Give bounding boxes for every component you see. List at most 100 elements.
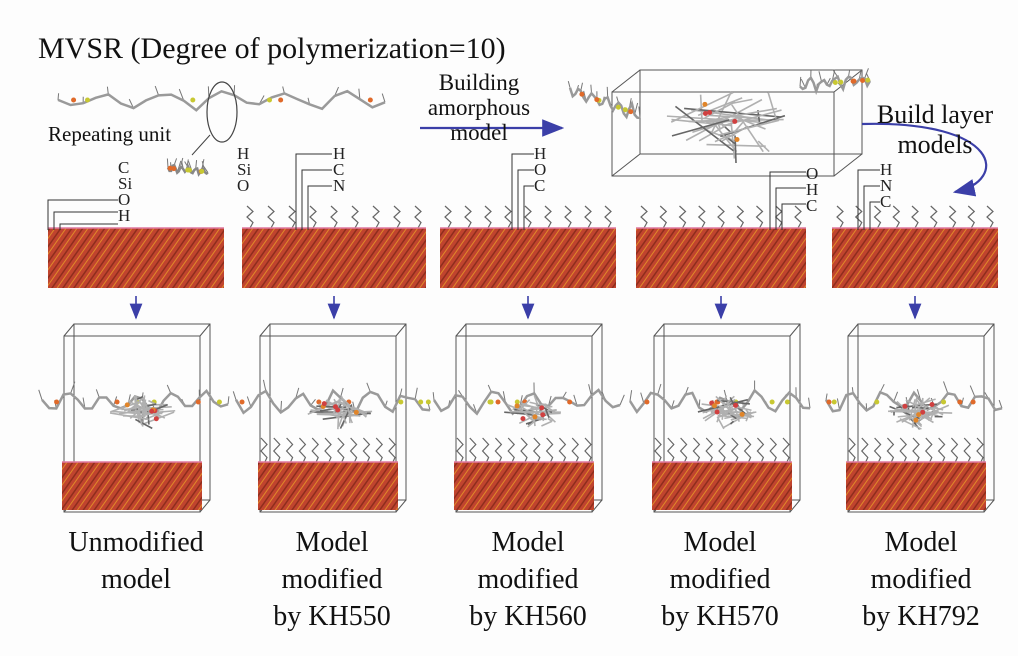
- blob-bond: [337, 415, 344, 427]
- chain-branch: [998, 399, 1003, 409]
- brush-strand: [640, 205, 648, 229]
- chain-atom: [769, 399, 775, 405]
- leader-line: [295, 153, 332, 230]
- chain-atom: [425, 399, 431, 405]
- blob-bond: [717, 399, 750, 405]
- blob-bond: [541, 420, 553, 427]
- amorphous-tail-left: [567, 80, 641, 120]
- brush-strand: [666, 437, 675, 465]
- blob-bond: [704, 398, 736, 422]
- chain-backbone: [432, 388, 621, 416]
- film-blob-kh560: [504, 395, 561, 428]
- box-edge: [455, 323, 467, 337]
- blob-bond: [704, 107, 777, 122]
- box-edge: [259, 323, 271, 337]
- brush-strand: [468, 437, 477, 465]
- chain-branch: [825, 393, 828, 400]
- brush-strand: [272, 437, 281, 465]
- blob-bond: [903, 411, 923, 428]
- chain-backbone: [628, 388, 811, 415]
- chain-branch: [280, 400, 282, 413]
- brush-strand: [336, 437, 345, 465]
- slab-body: [652, 462, 792, 510]
- blob-atom: [124, 402, 130, 408]
- blob-bond: [704, 101, 736, 119]
- brush-strand: [564, 205, 572, 229]
- blob-bond: [692, 116, 742, 133]
- kh792-atom-c: C: [880, 192, 892, 211]
- chain-branch: [432, 392, 435, 401]
- brush-strand: [705, 437, 714, 465]
- brush-strand: [911, 205, 919, 229]
- brush-strand: [743, 437, 752, 465]
- brush-strand: [679, 437, 688, 465]
- brush-strand: [860, 437, 869, 465]
- brush-strand: [963, 437, 972, 465]
- blob-bond: [674, 105, 734, 152]
- chain-branch: [943, 381, 949, 394]
- blob-atom: [332, 404, 338, 410]
- blob-bond: [721, 407, 738, 413]
- brush-strand: [558, 437, 567, 465]
- slab-body: [454, 462, 594, 510]
- caption-kh560-line-3: by KH560: [469, 601, 587, 632]
- leader-line: [47, 199, 118, 230]
- blob-bond: [730, 122, 736, 159]
- chain-branch: [57, 93, 60, 100]
- blob-atom: [902, 403, 908, 409]
- chain-atom: [195, 399, 201, 405]
- chain-atom: [398, 399, 404, 405]
- box-back: [639, 69, 863, 155]
- caption-unmodified: Unmodified model: [46, 524, 226, 598]
- chain-branch: [414, 387, 418, 400]
- chain-branch: [879, 383, 885, 393]
- step-layers-line-2: models: [897, 130, 973, 159]
- blob-atom: [353, 409, 359, 415]
- brush-strand: [976, 437, 984, 465]
- blob-atom: [520, 416, 526, 422]
- box-front: [611, 91, 835, 177]
- chain-atom: [874, 399, 880, 405]
- box-front: [847, 335, 985, 513]
- box-edge: [847, 323, 859, 337]
- blob-atom: [920, 409, 926, 415]
- blob-bond: [728, 404, 752, 412]
- chain-atom: [216, 399, 222, 405]
- film-chain-kh792: [824, 381, 1003, 413]
- blob-atom: [733, 402, 739, 408]
- brush-strand: [393, 205, 401, 229]
- brush-strand: [892, 205, 901, 229]
- brush-strand: [659, 205, 668, 229]
- substrate-slab-kh570: [636, 227, 806, 288]
- kh792-atom-n: N: [880, 176, 893, 195]
- film-blob-kh792: [888, 396, 953, 430]
- mvsr-chain: [57, 85, 386, 112]
- unmodified-atom-c: C: [118, 158, 130, 177]
- blob-bond: [916, 397, 931, 410]
- leader-line: [517, 169, 534, 230]
- kh560-atom-c: C: [534, 176, 546, 195]
- repeat-atom-h: H: [237, 144, 250, 163]
- leader-line: [59, 223, 118, 230]
- slab-body: [832, 228, 998, 288]
- caption-kh550: Model modified by KH550: [242, 524, 422, 635]
- unmodified-atom-o: O: [118, 190, 131, 209]
- surface-brushes-kh570: [640, 205, 802, 229]
- blob-bond: [135, 395, 143, 426]
- blob-bond: [545, 409, 550, 418]
- brush-strand: [794, 205, 802, 229]
- brush-strand: [324, 437, 332, 465]
- chain-atom: [865, 77, 871, 83]
- blob-bond: [547, 417, 553, 423]
- atom-leaders-kh792: [857, 169, 880, 230]
- blob-bond: [732, 98, 753, 104]
- chain-atom: [367, 97, 373, 103]
- blob-bond: [905, 399, 922, 409]
- blob-atom: [913, 417, 919, 423]
- surface-brushes-kh560: [444, 205, 612, 229]
- chain-branch: [232, 391, 237, 400]
- brush-strand: [504, 205, 512, 229]
- chain-backbone: [57, 89, 386, 112]
- leader-line: [307, 185, 332, 230]
